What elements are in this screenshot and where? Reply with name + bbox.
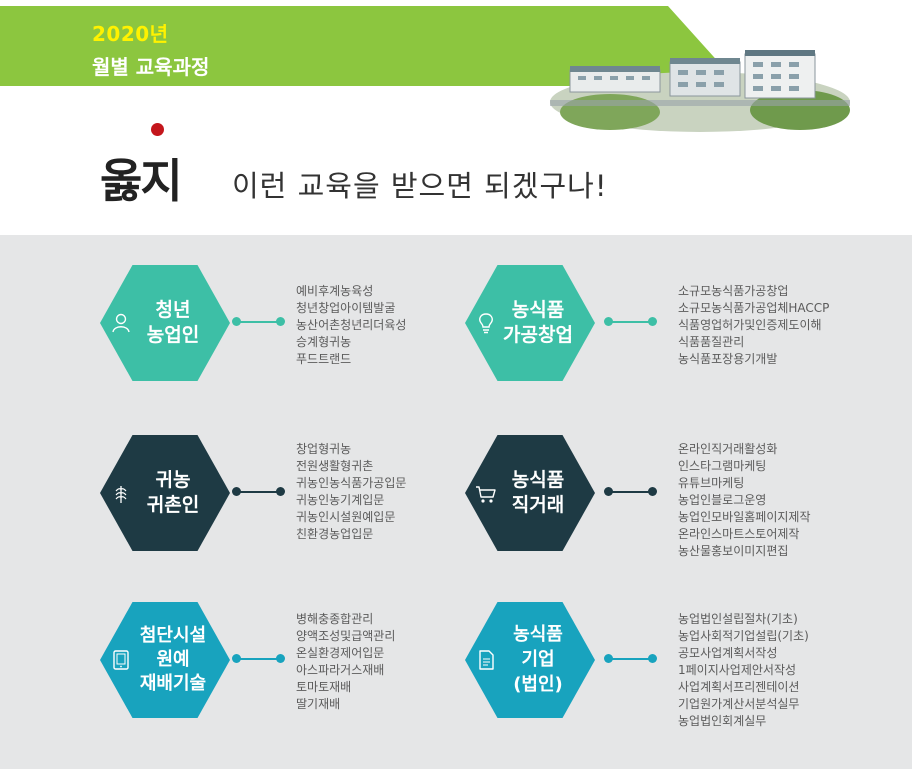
hex-label: 귀농 귀촌인: [100, 468, 230, 518]
course-item: 아스파라거스재배: [296, 663, 385, 677]
course-item: 창업형귀농: [296, 442, 352, 456]
course-item: 식품품질관리: [678, 335, 745, 349]
course-item: 귀농인시설원예입문: [296, 510, 396, 524]
connector-line: [236, 658, 280, 660]
connector-line: [608, 658, 652, 660]
hex-label: 청년 농업인: [100, 298, 230, 348]
brand-dot: [151, 123, 164, 136]
course-item: 농업사회적기업설립(기초): [678, 629, 809, 643]
hex-label: 농식품 기업 (법인): [465, 622, 595, 697]
wheat-icon: [115, 486, 127, 503]
course-item: 기업원가계산서분석실무: [678, 697, 800, 711]
course-item: 양액조성및급액관리: [296, 629, 396, 643]
course-item: 농식품포장용기개발: [678, 352, 778, 366]
document-icon: [479, 650, 494, 670]
course-item: 유튜브마케팅: [678, 476, 745, 490]
connector-dot: [648, 317, 657, 326]
hex-label-line: 재배기술: [139, 673, 207, 694]
course-list: 농업법인설립절차(기초) 농업사회적기업설립(기초) 공모사업계획서작성 1페이…: [678, 611, 809, 730]
connector-dot: [648, 487, 657, 496]
course-item: 온실환경제어입문: [296, 646, 385, 660]
course-list: 창업형귀농 전원생활형귀촌 귀농인농식품가공입문 귀농인농기계입문 귀농인시설원…: [296, 441, 406, 543]
hex-youth-farmer: 청년 농업인: [100, 265, 230, 381]
hex-label: 농식품 가공창업: [465, 298, 595, 348]
course-list: 예비후계농육성 청년창업아이템발굴 농산어촌청년리더육성 승계형귀농 푸드트랜드: [296, 283, 406, 368]
cart-icon: [476, 486, 496, 503]
course-item: 농업법인회계실무: [678, 714, 767, 728]
campus-building-image: [550, 50, 850, 132]
course-item: 소규모농식품가공업체HACCP: [678, 301, 830, 315]
hex-label-line: 귀농: [155, 469, 191, 491]
connector-dot: [604, 487, 613, 496]
connector-line: [608, 491, 652, 493]
course-item: 예비후계농육성: [296, 284, 374, 298]
tablet-icon: [113, 650, 129, 670]
header: 2020년 월별 교육과정: [0, 0, 912, 132]
brand-logo-text: 옳지: [100, 154, 183, 208]
hex-label-line: 농업인: [146, 324, 200, 346]
hex-label-line: 농식품: [511, 299, 565, 321]
connector-dot: [604, 317, 613, 326]
connector-dot: [276, 317, 285, 326]
course-item: 토마토재배: [296, 680, 352, 694]
course-item: 1페이지사업제안서작성: [678, 663, 797, 677]
hex-label-line: 농식품: [511, 469, 565, 491]
hex-label: 첨단시설 원예 재배기술: [100, 624, 230, 696]
tagline: 이런 교육을 받으면 되겠구나!: [232, 169, 608, 203]
hex-label-line: 첨단시설: [139, 625, 207, 646]
banner-year: 2020년: [92, 22, 169, 46]
connector-dot: [276, 654, 285, 663]
hex-label-line: 원예: [156, 649, 190, 670]
course-item: 사업계획서프리젠테이션: [678, 680, 800, 694]
person-icon: [112, 313, 130, 333]
connector-line: [236, 321, 280, 323]
banner-title: 월별 교육과정: [92, 55, 210, 79]
course-list: 병해충종합관리 양액조성및급액관리 온실환경제어입문 아스파라거스재배 토마토재…: [296, 611, 395, 713]
course-item: 소규모농식품가공창업: [678, 284, 789, 298]
course-item: 푸드트랜드: [296, 352, 352, 366]
hex-label-line: 가공창업: [503, 324, 573, 346]
connector-dot: [232, 654, 241, 663]
course-item: 전원생활형귀촌: [296, 459, 374, 473]
course-item: 승계형귀농: [296, 335, 352, 349]
course-item: 농업인모바일홈페이지제작: [678, 510, 811, 524]
lightbulb-icon: [479, 313, 493, 334]
hex-label-line: (법인): [513, 674, 563, 695]
connector-line: [608, 321, 652, 323]
hex-label-line: 기업: [521, 649, 555, 670]
connector-dot: [648, 654, 657, 663]
connector-dot: [276, 487, 285, 496]
course-item: 공모사업계획서작성: [678, 646, 778, 660]
course-item: 온라인직거래활성화: [678, 442, 778, 456]
course-item: 식품영업허가및인증제도이해: [678, 318, 822, 332]
connector-dot: [232, 487, 241, 496]
course-item: 농업법인설립절차(기초): [678, 612, 798, 626]
course-item: 농업인블로그운영: [678, 493, 767, 507]
course-item: 귀농인농식품가공입문: [296, 476, 407, 490]
course-item: 친환경농업입문: [296, 527, 374, 541]
course-item: 농산물홍보이미지편집: [678, 544, 789, 558]
connector-line: [236, 491, 280, 493]
hex-label-line: 직거래: [511, 494, 565, 516]
hex-label-line: 귀촌인: [146, 494, 200, 516]
course-item: 온라인스마트스토어제작: [678, 527, 800, 541]
connector-dot: [604, 654, 613, 663]
course-item: 귀농인농기계입문: [296, 493, 385, 507]
course-item: 병해충종합관리: [296, 612, 374, 626]
course-list: 온라인직거래활성화 인스타그램마케팅 유튜브마케팅 농업인블로그운영 농업인모바…: [678, 441, 810, 560]
course-item: 인스타그램마케팅: [678, 459, 767, 473]
title-banner: 2020년 월별 교육과정: [0, 6, 740, 86]
course-item: 딸기재배: [296, 697, 341, 711]
course-item: 농산어촌청년리더육성: [296, 318, 407, 332]
connector-dot: [232, 317, 241, 326]
hex-label: 농식품 직거래: [465, 468, 595, 518]
hex-label-line: 농식품: [513, 624, 563, 645]
course-list: 소규모농식품가공창업 소규모농식품가공업체HACCP 식품영업허가및인증제도이해…: [678, 283, 829, 368]
course-item: 청년창업아이템발굴: [296, 301, 396, 315]
hex-label-line: 청년: [155, 299, 191, 321]
